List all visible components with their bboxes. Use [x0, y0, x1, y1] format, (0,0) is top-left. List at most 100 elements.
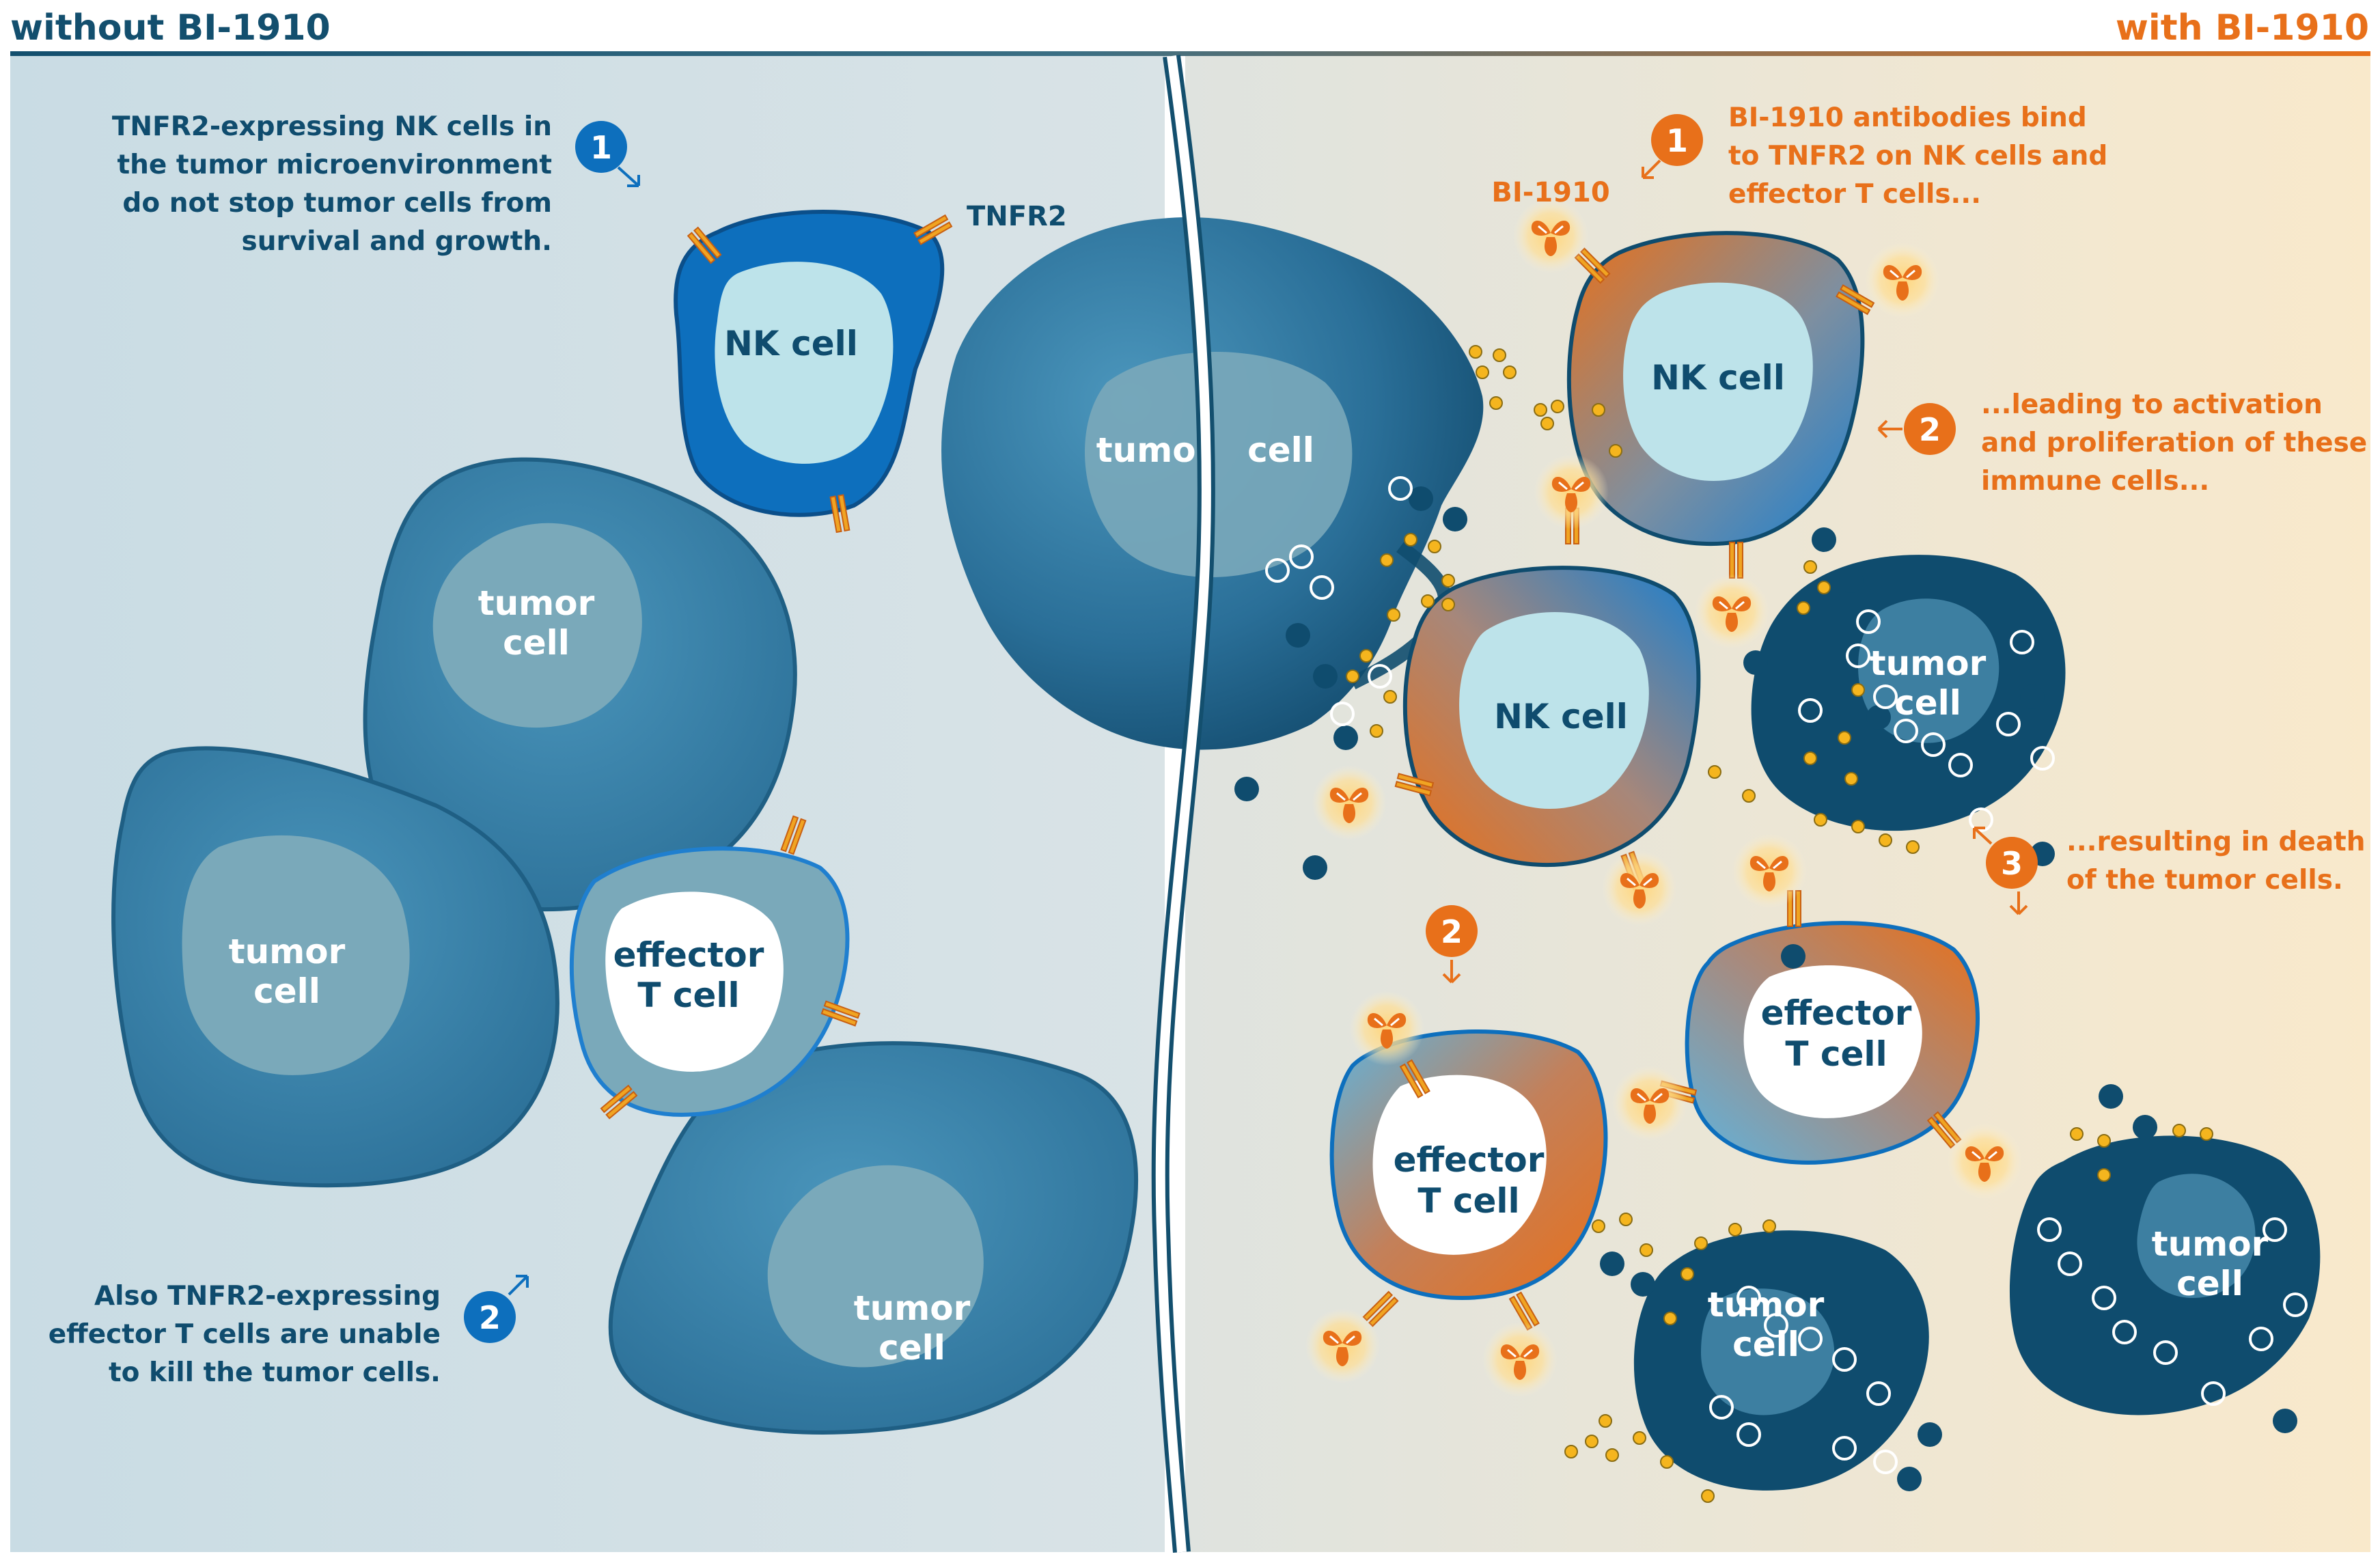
vesicle [1736, 1286, 1761, 1310]
vesicle [1894, 719, 1918, 743]
right-step2b-badge: 2 [1426, 905, 1478, 984]
cytokine-particle [1619, 1213, 1633, 1226]
cytokine-particle [1694, 1236, 1708, 1250]
vesicle [2037, 1217, 2062, 1242]
tumor-label-line1: tumor [229, 932, 346, 971]
tumor-label-line1: tumor [1708, 1285, 1825, 1325]
cytokine-particle [1851, 820, 1865, 833]
cytokine-particle [1708, 765, 1721, 779]
vesicle [2010, 630, 2034, 654]
nk-cell-left: NK cell [674, 210, 945, 517]
effector-label-line1: effector [1394, 1140, 1545, 1180]
caption-line: BI-1910 antibodies bind [1728, 102, 2087, 133]
vesicle [1388, 476, 1413, 501]
tumor-label-line1: tumor [854, 1288, 971, 1328]
debris-particle [2133, 1115, 2157, 1139]
activated-nk-cell-top: NK cell [1566, 231, 1865, 546]
tumor-label-line1: tumor [1870, 644, 1987, 683]
caption-line: TNFR2-expressing NK cells in [112, 111, 552, 142]
tnfr2-receptor-icon [913, 214, 953, 245]
step-number: 2 [479, 1299, 501, 1336]
vesicle [1969, 807, 1993, 832]
cytokine-particle [1762, 1219, 1776, 1233]
caption-line: to TNFR2 on NK cells and [1728, 141, 2107, 171]
arrow-down-left-icon [1642, 159, 1661, 179]
vesicle [1873, 684, 1898, 709]
tnfr2-receptor-icon [820, 1000, 861, 1027]
tnfr2-receptor-icon [829, 494, 850, 534]
step-number: 2 [1919, 411, 1941, 448]
cytokine-particle [1803, 751, 1817, 765]
vesicle [1921, 732, 1946, 757]
tumor-label-left-half: tumor [1096, 430, 1213, 470]
cytokine-particle [1476, 365, 1489, 379]
debris-particle [2020, 684, 2045, 709]
tumor-label-line1: tumor [478, 583, 595, 623]
right-step3-badge: 3 [1973, 827, 2038, 915]
cytokine-particle [1503, 365, 1517, 379]
vesicle [1265, 558, 1290, 583]
debris-particle [1234, 777, 1259, 801]
effector-label-line1: effector [1761, 993, 1912, 1033]
caption-line: ...resulting in death [2066, 827, 2366, 857]
cytokine-particle [1663, 1312, 1677, 1325]
nk-cell-label: NK cell [1494, 697, 1628, 736]
caption-line: effector T cells... [1728, 179, 1981, 210]
cytokine-particle [1564, 1445, 1578, 1458]
cytokine-particle [2172, 1124, 2186, 1137]
debris-particle [1286, 623, 1310, 648]
cytokine-particle [1814, 813, 1827, 827]
right-panel-title: with BI-1910 [2116, 8, 2369, 49]
tnfr2-receptors-left [600, 214, 953, 1120]
effector-label-line2: T cell [1417, 1181, 1519, 1221]
cytokine-particle [1359, 649, 1373, 663]
cytokine-particle [1383, 690, 1397, 704]
left-panel-title: without BI-1910 [10, 8, 331, 49]
vesicle [1368, 664, 1392, 689]
right-step2-badge: 2 [1877, 403, 1956, 455]
vesicle [1798, 1327, 1823, 1351]
left-step1-badge: 1 [575, 121, 640, 187]
antibody-icon [1305, 1308, 1380, 1383]
cytokine-particle [1387, 608, 1400, 622]
antibody-icon [1602, 850, 1677, 926]
antibody-icon [1694, 574, 1769, 649]
vesicle [1856, 609, 1881, 634]
cytokine-particle [2070, 1127, 2084, 1141]
cytokine-particle [1701, 1489, 1715, 1503]
caption-line: ...leading to activation [1981, 389, 2323, 420]
vesicle [1330, 702, 1355, 726]
activated-nk-cell-middle: NK cell [1402, 566, 1701, 867]
cytokine-particle [1441, 574, 1455, 587]
arrow-down-right-icon [617, 166, 640, 187]
cytokine-particle [1633, 1431, 1646, 1445]
header-rule [10, 51, 2370, 56]
antibody-icon [1732, 833, 1807, 909]
cytokine-particle [1540, 417, 1554, 430]
cytokine-particle [2200, 1127, 2213, 1141]
tumor-cell-left-top: tumor cell [363, 457, 797, 912]
tumor-cell-left-bottom: tumor cell [608, 1041, 1138, 1435]
vesicle [1832, 1347, 1857, 1372]
panel-divider [1155, 55, 1211, 1553]
vesicle [2263, 1217, 2287, 1242]
tumor-label-line2: cell [2176, 1264, 2243, 1303]
debris-particle [1866, 705, 1891, 730]
vesicle [1764, 1313, 1788, 1338]
cytokine-particle [1844, 772, 1858, 786]
tumor-label-line2: cell [503, 623, 570, 663]
nk-cell-label: NK cell [1651, 358, 1785, 398]
activated-effector-t-cell-right: effector T cell [1685, 921, 1980, 1165]
antibody-icon [1534, 454, 1609, 529]
vesicle [1310, 575, 1334, 600]
tnfr2-receptor-icon [687, 226, 722, 264]
tumor-label-line1: tumor [2152, 1224, 2269, 1264]
debris-particle [1897, 1467, 1922, 1491]
vesicle [2153, 1340, 2178, 1365]
tumor-label-right-half: cell [1247, 430, 1314, 470]
cytokine-particle [1592, 1219, 1605, 1233]
tumor-label-line2: cell [253, 971, 320, 1011]
debris-particle [2273, 1409, 2297, 1433]
caption-line: survival and growth. [242, 226, 552, 257]
caption-line: immune cells... [1981, 466, 2209, 497]
